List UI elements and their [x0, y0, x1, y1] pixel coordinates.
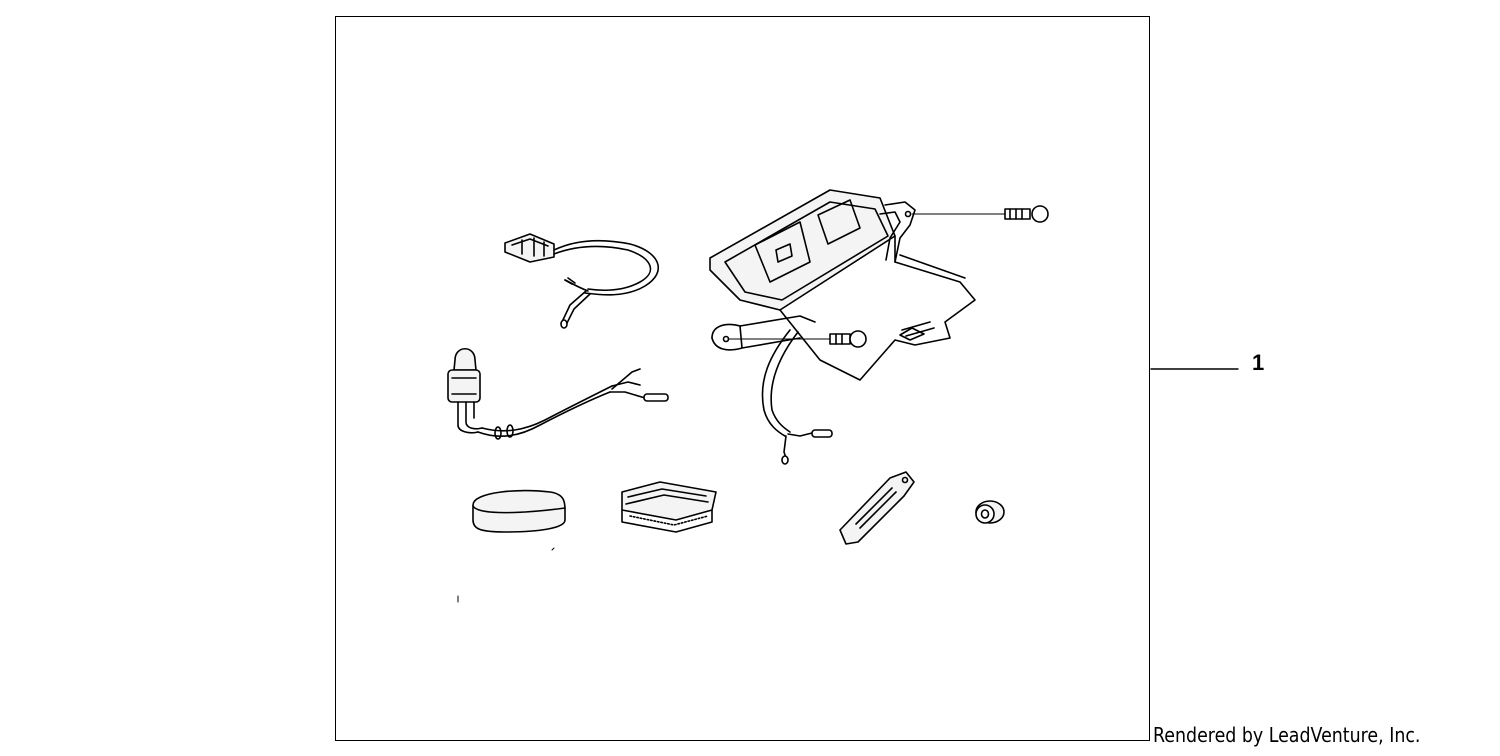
bracket-strip-part: [839, 471, 915, 545]
grommet-part: [975, 500, 1005, 524]
diagram-frame: [335, 16, 1150, 741]
sensor-cable-part: [447, 347, 669, 440]
control-unit-part: [709, 189, 1049, 465]
velcro-tape-part: [621, 481, 717, 533]
pad-part: [472, 489, 566, 533]
stray-mark: [551, 547, 555, 551]
callout-label-1: 1: [1252, 350, 1265, 375]
connector-wire-part: [504, 233, 659, 329]
credit-text: Rendered by LeadVenture, Inc.: [1153, 723, 1421, 747]
